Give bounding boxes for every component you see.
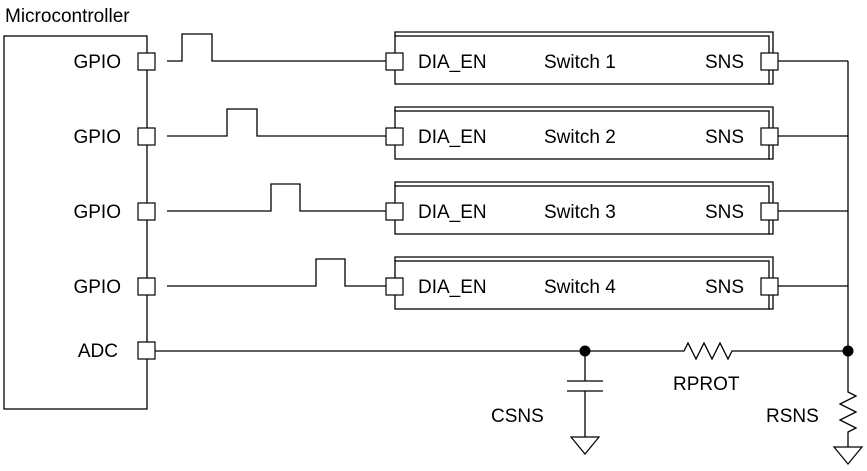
gpio-label-4: GPIO	[73, 277, 121, 298]
gpio-label-2: GPIO	[73, 127, 121, 148]
switch-4-sns-pin	[760, 277, 779, 296]
rsns-resistor	[838, 386, 858, 447]
switch-4-shadow	[394, 256, 774, 310]
adc-label: ADC	[78, 341, 118, 362]
microcontroller-title: Microcontroller	[5, 6, 130, 27]
switch-2-input-label: DIA_EN	[418, 127, 487, 148]
gpio-label-3: GPIO	[73, 202, 121, 223]
switch-4-dia-en-pin	[385, 277, 404, 296]
switch-1-name: Switch 1	[544, 52, 616, 73]
switch-3-name: Switch 3	[544, 202, 616, 223]
rsns-label: RSNS	[766, 406, 819, 427]
switch-2-name: Switch 2	[544, 127, 616, 148]
switch-4-name: Switch 4	[544, 277, 616, 298]
gpio-pin-2	[137, 127, 156, 146]
switch-1-dia-en-pin	[385, 52, 404, 71]
adc-pin	[137, 341, 156, 360]
switch-3-block	[394, 185, 770, 235]
pulse-wire-4	[167, 258, 387, 287]
gpio-pin-3	[137, 202, 156, 221]
switch-3-output-label: SNS	[705, 202, 744, 223]
rprot-label: RPROT	[673, 374, 740, 395]
switch-2-shadow	[394, 106, 774, 160]
gpio-pin-1	[137, 52, 156, 71]
switch-2-dia-en-pin	[385, 127, 404, 146]
pulse-wire-1	[167, 33, 387, 62]
switch-2-sns-pin	[760, 127, 779, 146]
rsns-ground-icon	[832, 446, 864, 465]
switch-1-block	[394, 35, 770, 85]
rprot-resistor	[676, 341, 738, 361]
pulse-wire-2	[167, 108, 387, 137]
switch-2-output-label: SNS	[705, 127, 744, 148]
pulse-wire-3	[167, 183, 387, 212]
microcontroller-block	[3, 35, 148, 410]
switch-3-input-label: DIA_EN	[418, 202, 487, 223]
switch-3-dia-en-pin	[385, 202, 404, 221]
csns-ground-icon	[569, 436, 601, 455]
switch-1-output-label: SNS	[705, 52, 744, 73]
switch-4-input-label: DIA_EN	[418, 277, 487, 298]
sns-junction-dot	[842, 345, 854, 357]
switch-4-output-label: SNS	[705, 277, 744, 298]
switch-3-sns-pin	[760, 202, 779, 221]
switch-1-shadow	[394, 31, 774, 85]
switch-1-sns-pin	[760, 52, 779, 71]
csns-label: CSNS	[491, 406, 544, 427]
switch-1-input-label: DIA_EN	[418, 52, 487, 73]
gpio-label-1: GPIO	[73, 52, 121, 73]
gpio-pin-4	[137, 277, 156, 296]
switch-3-shadow	[394, 181, 774, 235]
